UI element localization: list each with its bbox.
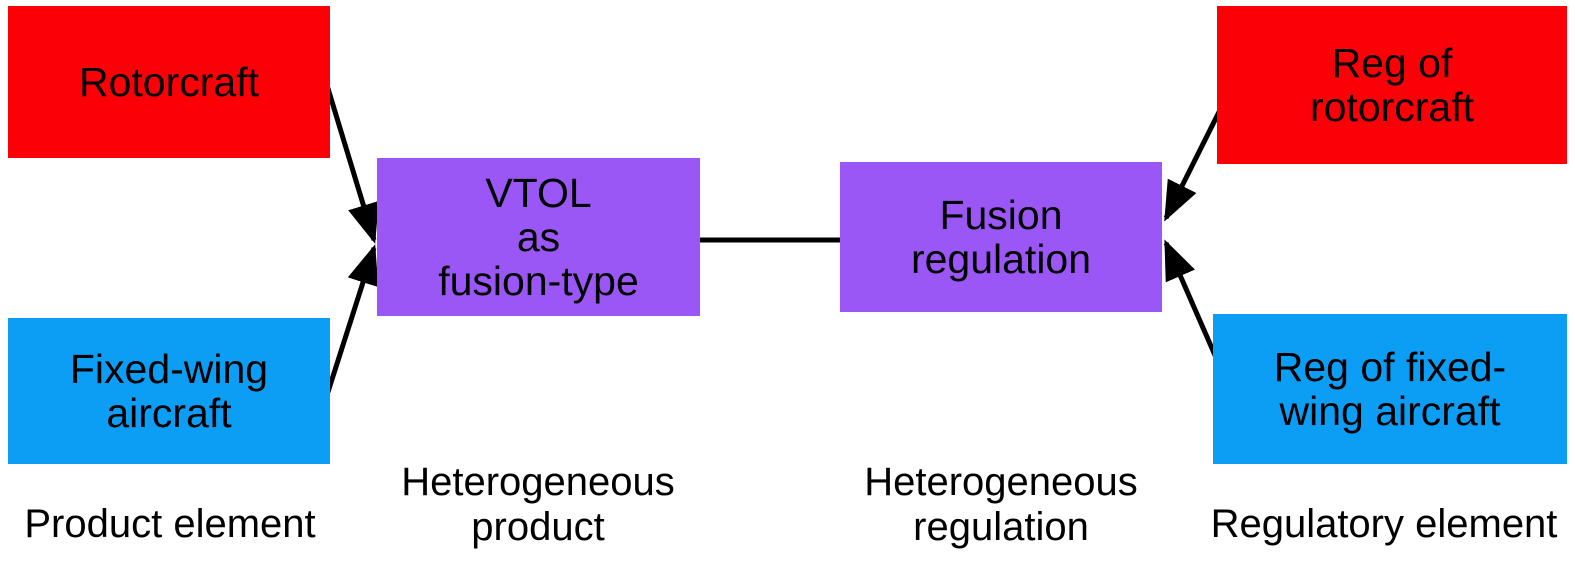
caption-heterogeneous-product: Heterogeneous product (401, 460, 675, 549)
node-reg-of-rotorcraft[interactable]: Reg of rotorcraft (1217, 6, 1567, 164)
edge-rotorcraft-to-vtol (323, 81, 379, 244)
node-vtol-as-fusion-type[interactable]: VTOL as fusion-type (377, 158, 700, 316)
node-rotorcraft[interactable]: Rotorcraft (8, 6, 330, 158)
edge-fixed-wing-to-vtol (324, 244, 379, 396)
caption-regulatory-element: Regulatory element (1210, 502, 1558, 546)
node-fusion-regulation[interactable]: Fusion regulation (840, 162, 1162, 312)
caption-product-element: Product element (24, 502, 316, 546)
node-fixed-wing-aircraft[interactable]: Fixed-wing aircraft (8, 318, 330, 464)
node-reg-of-fixed-wing-aircraft[interactable]: Reg of fixed- wing aircraft (1213, 314, 1567, 464)
caption-heterogeneous-regulation: Heterogeneous regulation (864, 460, 1138, 549)
